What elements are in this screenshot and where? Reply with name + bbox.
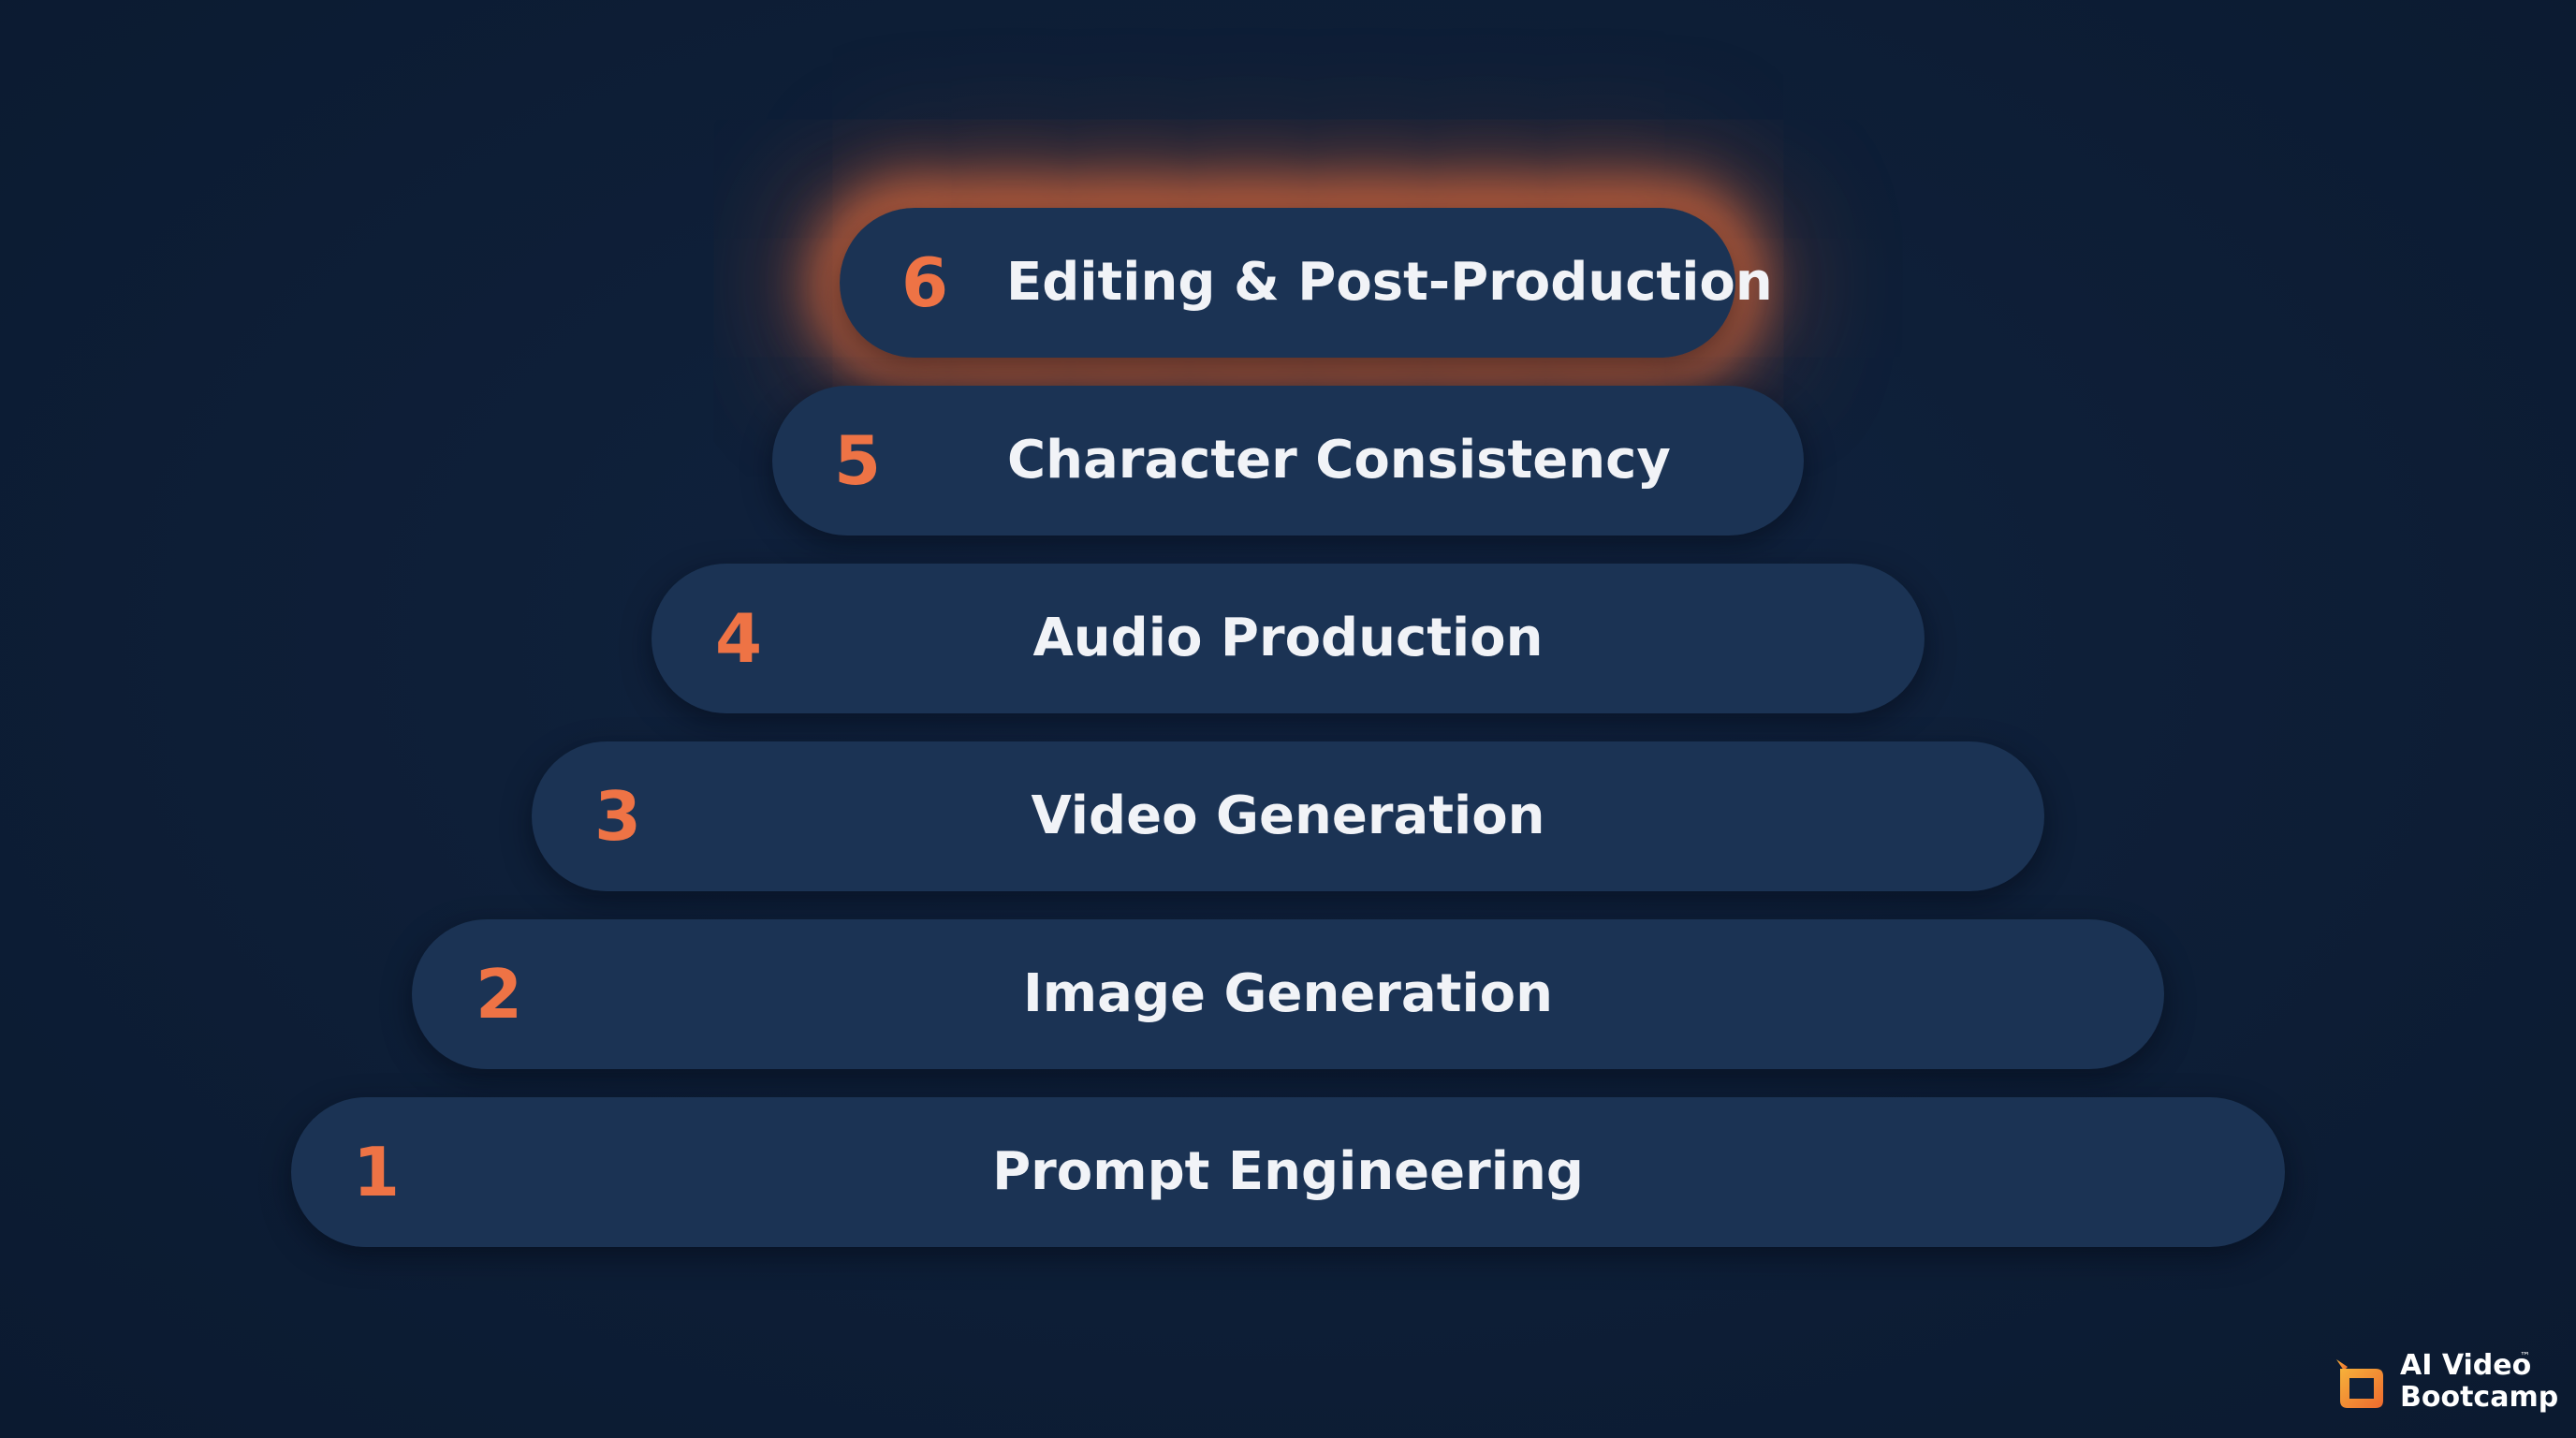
tier-5: 5 Character Consistency [772, 386, 1804, 536]
tier-6: 6 Editing & Post-Production [840, 208, 1773, 358]
tier-label: Prompt Engineering [992, 1141, 1584, 1202]
tier-label: Editing & Post-Production [1006, 252, 1773, 313]
brand-logo: AI Video Bootcamp ™ [2327, 1346, 2561, 1421]
tier-number: 1 [353, 1133, 401, 1211]
tv-screen-logo-icon [2336, 1359, 2383, 1408]
tier-number: 2 [476, 955, 523, 1034]
tier-label: Character Consistency [1007, 430, 1671, 491]
tier-1: 1 Prompt Engineering [291, 1097, 2285, 1247]
brand-name: AI Video Bootcamp [2400, 1350, 2558, 1414]
brand-line-1: AI Video [2400, 1349, 2532, 1382]
tier-number: 4 [715, 599, 763, 678]
tier-number: 5 [834, 421, 882, 500]
tier-number: 3 [594, 777, 642, 856]
tier-number: 6 [901, 243, 949, 322]
tier-label: Image Generation [1022, 963, 1554, 1024]
tier-label: Video Generation [1031, 785, 1545, 846]
tier-2: 2 Image Generation [412, 919, 2164, 1069]
brand-line-2: Bootcamp [2400, 1381, 2559, 1414]
tier-label: Audio Production [1032, 608, 1544, 668]
tier-3: 3 Video Generation [532, 741, 2044, 891]
tier-4: 4 Audio Production [651, 564, 1925, 713]
trademark-mark: ™ [2520, 1350, 2530, 1362]
